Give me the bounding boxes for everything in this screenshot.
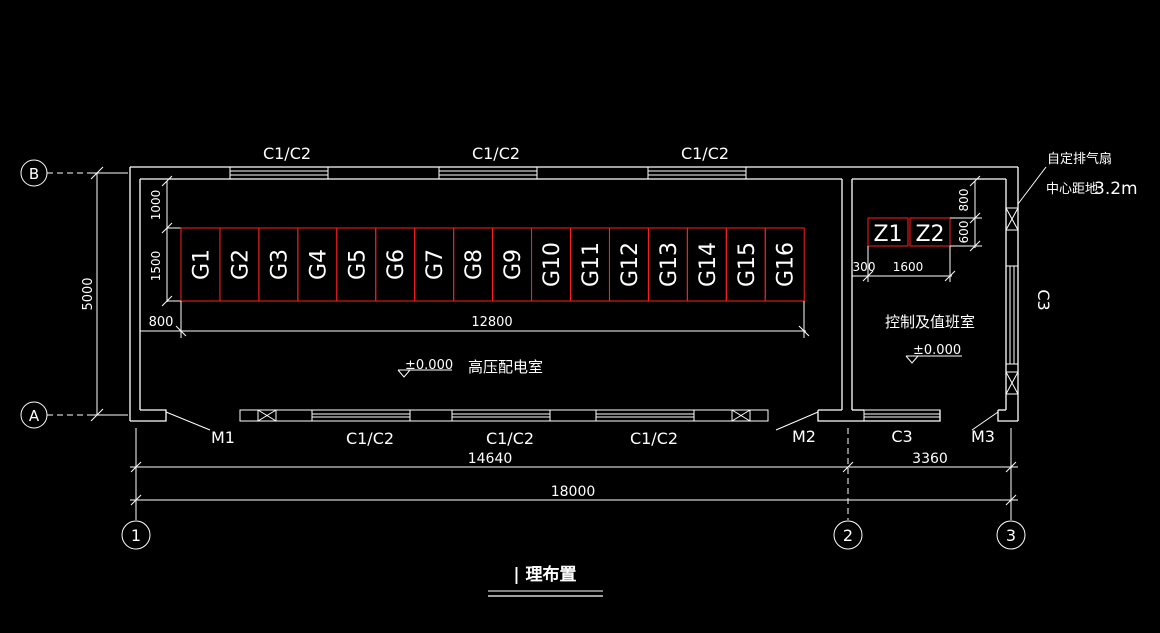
ctrl-level-mark: ±0.000: [913, 343, 961, 358]
dim-label-3360: 3360: [912, 451, 948, 467]
panel-z1: [867, 217, 909, 247]
window-label-bottom-2: C1/C2: [486, 429, 534, 448]
drawing-title-block: | 理布置: [488, 564, 603, 597]
cabinet-label-g2: G2: [228, 249, 253, 280]
dim-label-14640: 14640: [468, 451, 513, 467]
axis-label-b: B: [29, 165, 39, 183]
dim-label-ctrl-800: 800: [957, 189, 971, 212]
dim-5000: 5000: [81, 166, 128, 422]
axis-label-2: 2: [843, 526, 853, 545]
cabinet-label-g4: G4: [306, 249, 331, 280]
cabinet-label-g12: G12: [618, 242, 643, 287]
top-windows: C1/C2 C1/C2 C1/C2: [229, 144, 747, 180]
panel-label-z2: Z2: [915, 222, 944, 247]
hv-room-labels: ±0.000 高压配电室: [397, 358, 543, 378]
cabinet-label-g10: G10: [540, 242, 565, 287]
window-top-3: [647, 166, 747, 180]
axis-label-a: A: [29, 407, 40, 425]
dim-cabinet-vertical: 1000 1500: [149, 175, 182, 307]
cabinet-label-g15: G15: [735, 242, 760, 287]
window-top-1: [229, 166, 329, 180]
dim-label-1500: 1500: [149, 251, 163, 282]
drawing-title: | 理布置: [513, 564, 576, 585]
control-room: Z1 Z2 800 600 300 1600 控制及值班室 ±0.000: [852, 175, 982, 364]
cabinet-label-g9: G9: [501, 249, 526, 280]
cabinet-label-g3: G3: [267, 249, 292, 280]
hv-room-name: 高压配电室: [468, 358, 543, 376]
cabinet-label-g5: G5: [345, 249, 370, 280]
ctrl-room-name: 控制及值班室: [885, 313, 975, 331]
window-c3-side: [1005, 265, 1019, 365]
dim-label-ctrl-600: 600: [957, 221, 971, 244]
window-label-top-1: C1/C2: [263, 144, 311, 163]
cabinet-label-g14: G14: [696, 242, 721, 287]
window-c3-bottom: C3: [863, 409, 941, 446]
dim-label-ctrl-300: 300: [853, 260, 876, 274]
dim-label-12800: 12800: [471, 315, 512, 330]
window-top-2: [438, 166, 538, 180]
cabinet-row: G1 G2 G3 G4 G5 G6 G7 G8 G9 G10 G11 G12 G13 G14 G15 G16: [180, 227, 805, 302]
dim-label-18000: 18000: [551, 484, 596, 500]
window-label-top-3: C1/C2: [681, 144, 729, 163]
fan-note-line2-value: 3.2m: [1094, 179, 1138, 199]
dim-label-5000: 5000: [81, 277, 96, 310]
axis-a: A: [20, 401, 128, 429]
axis-bubble-3: [996, 520, 1026, 550]
cabinet-g16: [764, 227, 805, 302]
axis-label-1: 1: [131, 526, 141, 545]
cabinet-label-g7: G7: [423, 249, 448, 280]
door-label-m1: M1: [211, 428, 235, 447]
bottom-windows: C1/C2 C1/C2 C1/C2: [239, 409, 769, 448]
door-m1-leader: [165, 411, 211, 431]
door-m3-leader: [971, 411, 999, 431]
cabinet-label-g8: G8: [462, 249, 487, 280]
dim-cabinet-row: 800 12800: [140, 301, 810, 338]
fan-note-line1: 自定排气扇: [1047, 151, 1112, 167]
doors: M1 M2 M3: [165, 411, 999, 447]
panel-z2: [909, 217, 951, 247]
outer-walls: [129, 166, 1019, 422]
fan-note-line2-prefix: 中心距地: [1046, 182, 1098, 197]
axis-label-3: 3: [1006, 526, 1016, 545]
window-label-c3-side: C3: [1034, 289, 1053, 310]
door-m2-leader: [775, 411, 819, 431]
cabinet-label-g13: G13: [657, 242, 682, 287]
cabinet-label-g6: G6: [384, 249, 409, 280]
louver-right: [731, 409, 751, 422]
door-label-m3: M3: [971, 427, 995, 446]
cabinet-label-g11: G11: [579, 242, 604, 287]
exhaust-fan-top: [1005, 207, 1019, 231]
window-label-bottom-3: C1/C2: [630, 429, 678, 448]
dim-label-1000: 1000: [149, 190, 163, 221]
door-label-m2: M2: [792, 427, 816, 446]
exhaust-fan-bottom: [1005, 371, 1019, 395]
axis-bubble-2: [833, 520, 863, 550]
bottom-dimensions: 14640 3360 18000: [130, 428, 1018, 520]
dim-label-800: 800: [149, 315, 174, 330]
fan-note: 自定排气扇 中心距地 3.2m: [1017, 151, 1138, 205]
axis-columns: 1 2 3: [121, 520, 1026, 550]
window-label-top-2: C1/C2: [472, 144, 520, 163]
cabinet-label-g16: G16: [774, 242, 799, 287]
window-label-bottom-1: C1/C2: [346, 429, 394, 448]
panel-label-z1: Z1: [873, 222, 902, 247]
hv-level-mark: ±0.000: [405, 358, 453, 373]
cabinet-label-g1: G1: [189, 249, 214, 280]
axis-bubble-1: [121, 520, 151, 550]
right-wall-openings: C3: [1005, 207, 1053, 395]
window-label-c3-bottom: C3: [891, 427, 912, 446]
axis-b: B: [20, 159, 128, 187]
dim-label-ctrl-1600: 1600: [893, 260, 924, 274]
louver-left: [257, 409, 277, 422]
